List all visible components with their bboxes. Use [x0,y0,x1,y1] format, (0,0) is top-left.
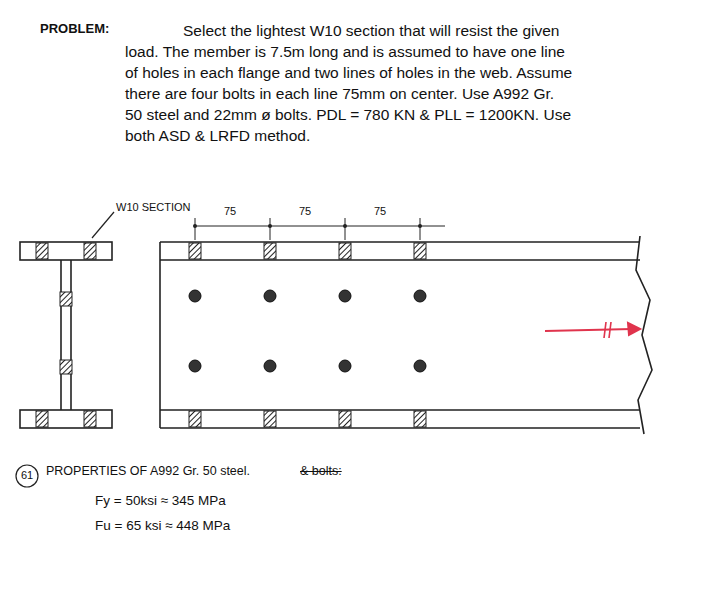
tick-dot [343,224,347,228]
callout-number: 61 [20,469,34,482]
struck-note: & bolts: [300,464,342,478]
problem-heading: PROBLEM: [40,22,109,37]
flange-hole [189,411,201,427]
flange-hole [414,243,426,259]
tick-dot [418,224,422,228]
dimension-axis [195,226,445,227]
property-value: Fu = 65 ksi ≈ 448 MPa [95,518,230,534]
section-heading: PROPERTIES OF A992 Gr. 50 steel. [46,464,250,478]
flange-hole [36,243,48,259]
web-line [70,260,72,410]
arrow-shaft [545,329,632,331]
flange-hole [84,243,96,259]
flange-hole [189,243,201,259]
tick-dot [268,224,272,228]
bolt [414,290,426,302]
flange-hole [264,243,276,259]
arrow-tick [609,322,611,338]
dimension-line [195,218,445,240]
elevation-flange-holes [189,243,426,427]
dimension-ticks [193,224,422,228]
section-holes [36,243,96,427]
bolt [189,360,201,372]
property-value: Fy = 50ksi ≈ 345 MPa [95,493,226,509]
bolt [264,360,276,372]
number-circle [16,465,38,487]
top-flange-lines [160,242,640,260]
flange-hole [414,411,426,427]
extension-line [345,218,346,240]
web-bolts [189,290,426,372]
flange-hole [36,411,48,427]
web-hole [60,360,72,374]
bolt [339,290,351,302]
extension-line [270,218,271,240]
dimension-value: 75 [299,205,311,218]
flange-hole [339,411,351,427]
web-hole [60,292,72,306]
bolt [264,290,276,302]
problem-statement: Select the lightest W10 section that wil… [125,20,575,146]
load-arrow [545,322,640,338]
leader-line [92,212,114,238]
flange-hole [339,243,351,259]
tick-dot [193,224,197,228]
elevation [160,236,652,434]
dimension-value: 75 [374,205,386,218]
arrow-head [628,323,640,335]
bolt [189,290,201,302]
bottom-flange-lines [160,410,640,428]
member-end [159,242,161,428]
flange-hole [84,411,96,427]
top-flange [20,242,112,260]
extension-line [420,218,421,240]
bolt [339,360,351,372]
section-label: W10 SECTION [116,201,191,214]
web-line [60,260,62,410]
cross-section [20,242,112,428]
bolt [414,360,426,372]
break-line [636,236,652,434]
dimension-value: 75 [224,205,236,218]
arrow-tick [604,322,606,338]
flange-hole [264,411,276,427]
extension-line [195,218,196,240]
bottom-flange [20,410,112,428]
